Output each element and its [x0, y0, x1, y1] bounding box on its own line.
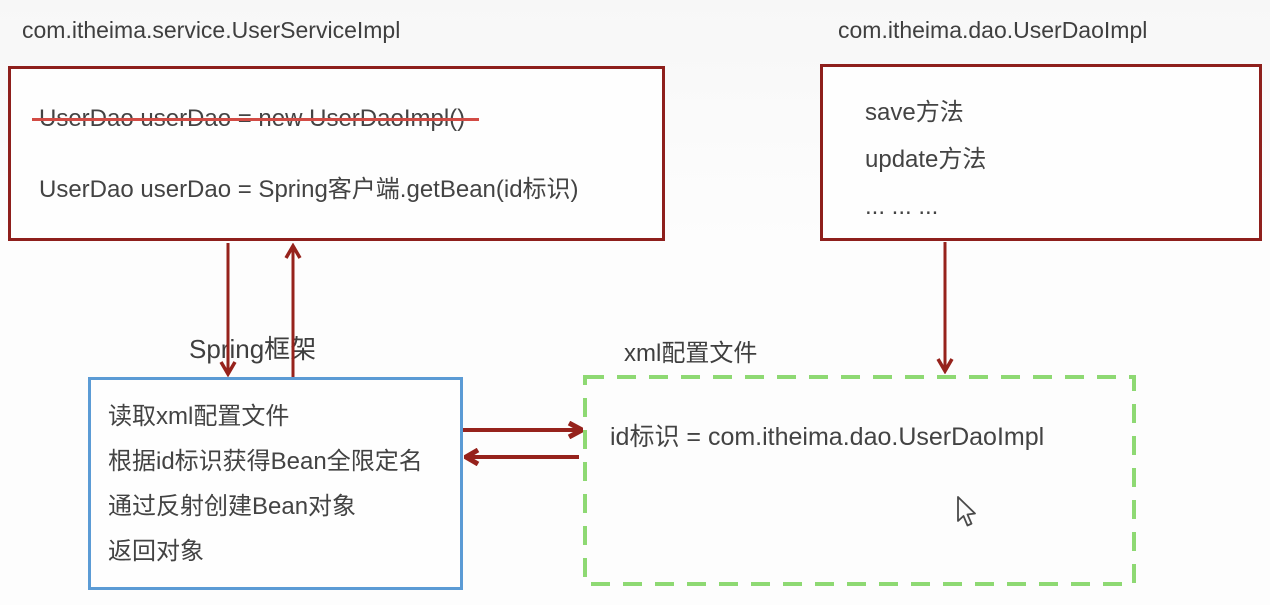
- arrow-left-xml-to-spring-icon: [464, 448, 579, 466]
- dao-method-list: save方法 update方法 ... ... ...: [865, 89, 986, 230]
- dao-method-save: save方法: [865, 99, 964, 126]
- service-class-label: com.itheima.service.UserServiceImpl: [22, 17, 401, 43]
- arrow-down-service-to-spring-icon: [219, 243, 237, 377]
- xml-bean-entry: id标识 = com.itheima.dao.UserDaoImpl: [610, 423, 1045, 451]
- spring-step-read-xml: 读取xml配置文件: [108, 403, 290, 430]
- spring-getbean-code: UserDao userDao = Spring客户端.getBean(id标识…: [39, 176, 579, 203]
- dao-method-update: update方法: [865, 146, 987, 173]
- xml-config-label: xml配置文件: [624, 340, 758, 367]
- spring-step-list: 读取xml配置文件 根据id标识获得Bean全限定名 通过反射创建Bean对象 …: [108, 394, 423, 574]
- xml-config-box: id标识 = com.itheima.dao.UserDaoImpl: [583, 375, 1136, 586]
- dao-method-ellipsis: ... ... ...: [865, 193, 939, 220]
- service-class-box: UserDao userDao = new UserDaoImpl() User…: [8, 66, 665, 241]
- old-instantiation-code: UserDao userDao = new UserDaoImpl(): [31, 105, 480, 132]
- spring-step-return-object: 返回对象: [108, 538, 204, 565]
- dao-class-box: save方法 update方法 ... ... ...: [820, 64, 1262, 241]
- arrow-right-spring-to-xml-icon: [463, 421, 585, 439]
- dashed-border: [583, 375, 1136, 586]
- spring-framework-box: 读取xml配置文件 根据id标识获得Bean全限定名 通过反射创建Bean对象 …: [88, 377, 463, 590]
- dao-class-label: com.itheima.dao.UserDaoImpl: [838, 17, 1148, 43]
- mouse-cursor-icon: [957, 496, 976, 527]
- arrow-down-dao-to-xml-icon: [936, 242, 954, 374]
- arrow-up-spring-to-service-icon: [284, 243, 302, 377]
- spring-step-get-bean-name: 根据id标识获得Bean全限定名: [108, 448, 423, 475]
- spring-framework-label: Spring框架: [189, 334, 317, 364]
- spring-step-reflect-create: 通过反射创建Bean对象: [108, 493, 357, 520]
